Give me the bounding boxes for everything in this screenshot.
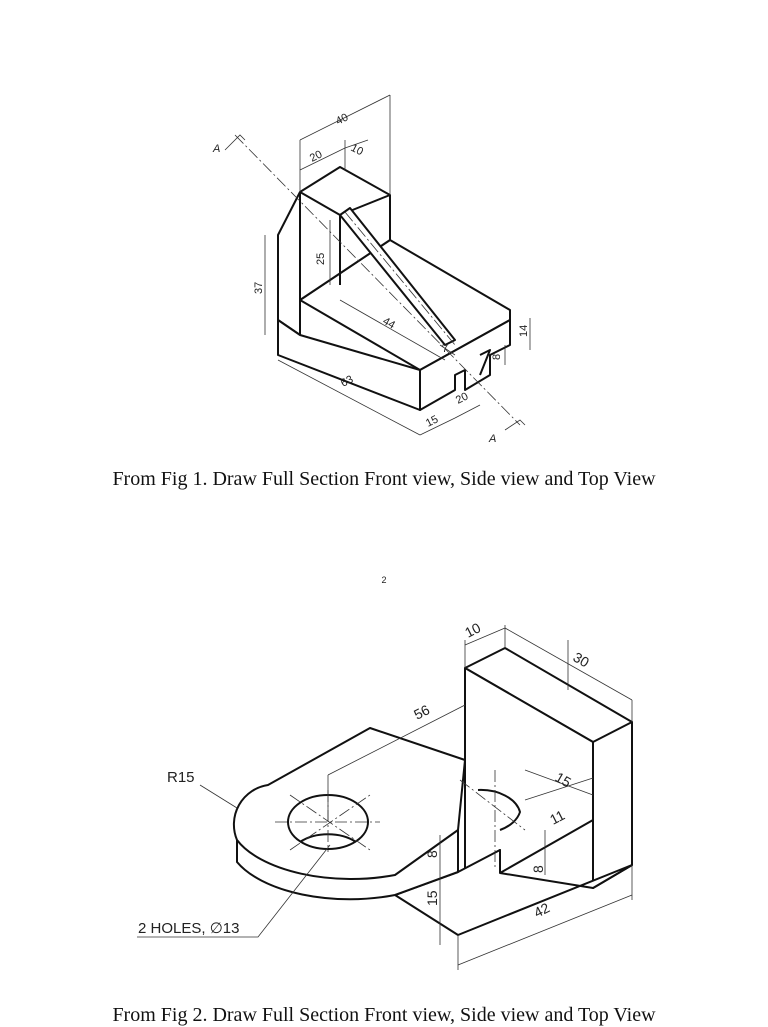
dim-40: 40 bbox=[334, 111, 350, 127]
figure-2-isometric-drawing: 10 30 56 15 11 8 8 15 42 R15 2 HOLES, ∅1… bbox=[137, 619, 633, 970]
fig1-solid bbox=[277, 166, 511, 411]
dim-10: 10 bbox=[349, 142, 365, 158]
fig2-lug bbox=[232, 727, 466, 901]
dim-20-bottom: 20 bbox=[454, 390, 470, 406]
fig2-solid bbox=[232, 647, 633, 936]
figure-1-isometric-drawing: 40 20 10 25 37 44 7 8 14 63 15 20 A A bbox=[212, 94, 531, 445]
dim-63: 63 bbox=[339, 373, 355, 389]
dim-8-left: 8 bbox=[424, 850, 440, 858]
dim-20-top: 20 bbox=[308, 148, 324, 164]
fig1-dimension-labels: 40 20 10 25 37 44 7 8 14 63 15 20 A A bbox=[212, 111, 530, 445]
fig2-lug-top-edge bbox=[236, 829, 459, 880]
dim-25: 25 bbox=[315, 253, 327, 265]
dim-15-upper: 15 bbox=[553, 769, 575, 791]
dim-10: 10 bbox=[462, 619, 483, 640]
fig2-upright-side bbox=[592, 721, 633, 889]
dim-8-right: 8 bbox=[530, 865, 546, 873]
fig1-base-side-face bbox=[419, 319, 511, 411]
fig1-dimension-lines bbox=[224, 94, 531, 436]
fig2-lower-step bbox=[394, 849, 633, 936]
page-number: 2 bbox=[381, 575, 387, 585]
dim-15: 15 bbox=[424, 413, 440, 429]
dim-7: 7 bbox=[442, 343, 448, 355]
fig2-dimension-labels: 10 30 56 15 11 8 8 15 42 R15 2 HOLES, ∅1… bbox=[138, 619, 592, 937]
fig2-dimension-lines bbox=[137, 625, 633, 970]
holes-label: 2 HOLES, ∅13 bbox=[138, 920, 239, 937]
section-mark-a-bottom: A bbox=[488, 433, 496, 445]
dim-11: 11 bbox=[547, 807, 567, 828]
dim-42: 42 bbox=[531, 899, 552, 920]
fig1-slot bbox=[479, 349, 491, 376]
dim-30: 30 bbox=[571, 649, 593, 671]
figure-1-caption: From Fig 1. Draw Full Section Front view… bbox=[112, 468, 656, 490]
figure-2-caption: From Fig 2. Draw Full Section Front view… bbox=[112, 1004, 656, 1026]
dim-14: 14 bbox=[518, 325, 530, 337]
fig1-rib-centerline bbox=[344, 211, 456, 346]
dim-37: 37 bbox=[253, 282, 265, 294]
section-mark-a-top: A bbox=[212, 143, 220, 155]
radius-label: R15 bbox=[167, 769, 195, 786]
dim-15-lower: 15 bbox=[424, 890, 440, 906]
dim-56: 56 bbox=[411, 701, 432, 722]
fig2-hole-2 bbox=[477, 788, 521, 831]
dim-8: 8 bbox=[491, 354, 503, 360]
dim-44: 44 bbox=[381, 315, 398, 332]
